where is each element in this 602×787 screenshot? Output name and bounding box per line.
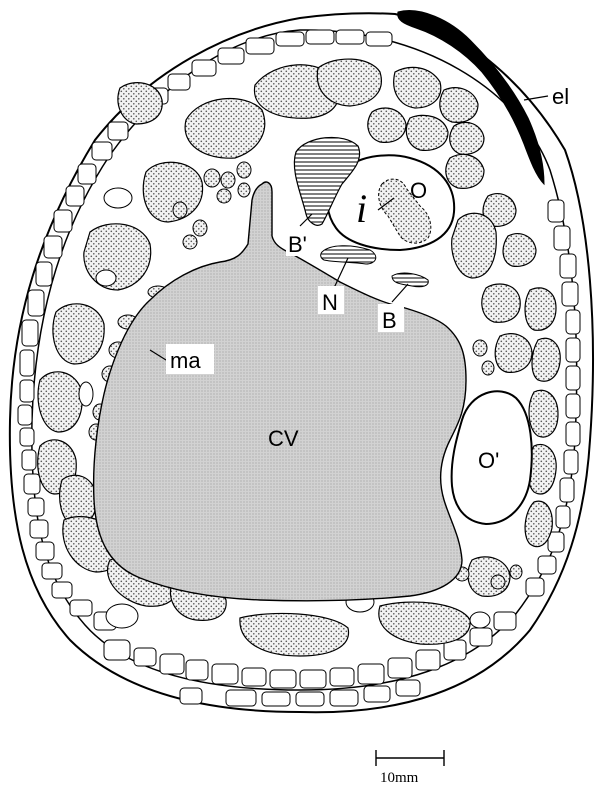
scale-bar	[376, 750, 444, 766]
label-i: i	[356, 186, 367, 231]
label-o-prime: O'	[478, 448, 499, 473]
label-o: O	[410, 178, 427, 203]
label-b: B	[382, 308, 397, 333]
label-n: N	[322, 290, 338, 315]
label-ma: ma	[170, 348, 201, 373]
label-el: el	[552, 84, 569, 109]
scale-bar-label: 10mm	[380, 770, 419, 786]
label-cv: CV	[268, 426, 299, 451]
label-b-prime: B'	[288, 232, 307, 257]
